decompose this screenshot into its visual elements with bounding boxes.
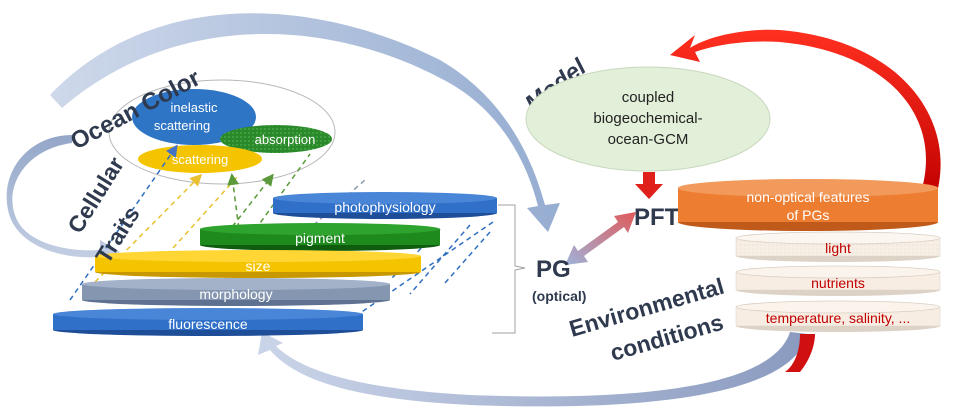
pg-features-line2: of PGs: [787, 207, 830, 223]
red-feedback-arrow: [670, 29, 941, 200]
nutrients-label: nutrients: [811, 275, 865, 291]
inelastic-scattering-ellipse: [132, 89, 256, 145]
trait-disk-morphology: morphology: [82, 278, 390, 306]
env-disk-temperature: temperature, salinity, ...: [735, 300, 941, 332]
top-curved-arrow: [50, 13, 560, 232]
inelastic-label-line2: scattering: [154, 118, 210, 133]
size-label: size: [246, 258, 271, 274]
trait-disk-photophysiology: photophysiology: [273, 192, 497, 219]
model-line1: coupled: [622, 89, 675, 106]
red-bottom-arrow: [785, 334, 815, 372]
left-loop-arrow: [6, 135, 120, 265]
model-line2: biogeochemical-: [593, 110, 702, 127]
fluorescence-label: fluorescence: [168, 316, 248, 332]
temperature-label: temperature, salinity, ...: [766, 310, 910, 326]
trait-disk-size: size: [95, 250, 421, 278]
absorption-label: absorption: [255, 132, 316, 147]
trait-disk-pigment: pigment: [200, 223, 440, 251]
morphology-label: morphology: [199, 286, 272, 302]
pg-pft-double-arrow: [565, 212, 636, 265]
traits-bracket: [492, 204, 526, 334]
absorption-ellipse: [220, 125, 332, 153]
pigment-label: pigment: [295, 230, 345, 246]
inelastic-label-line1: inelastic: [171, 100, 218, 115]
bottom-curved-arrow: [258, 332, 808, 407]
pg-optical-label: (optical): [532, 288, 586, 304]
light-label: light: [825, 240, 851, 256]
photophysiology-label: photophysiology: [334, 199, 435, 215]
trait-disk-fluorescence: fluorescence: [53, 308, 363, 336]
pft-label: PFT: [634, 204, 680, 231]
pg-features-line1: non-optical features: [747, 189, 870, 205]
scattering-label: scattering: [172, 152, 228, 167]
env-disk-light: light: [735, 231, 941, 262]
pg-features-disk: non-optical features of PGs: [678, 179, 938, 231]
env-disk-nutrients: nutrients: [735, 265, 941, 296]
model-to-pft-arrow: [635, 172, 663, 199]
model-ellipse: [525, 66, 771, 172]
model-line3: ocean-GCM: [608, 131, 689, 148]
pg-label: PG: [536, 256, 571, 283]
